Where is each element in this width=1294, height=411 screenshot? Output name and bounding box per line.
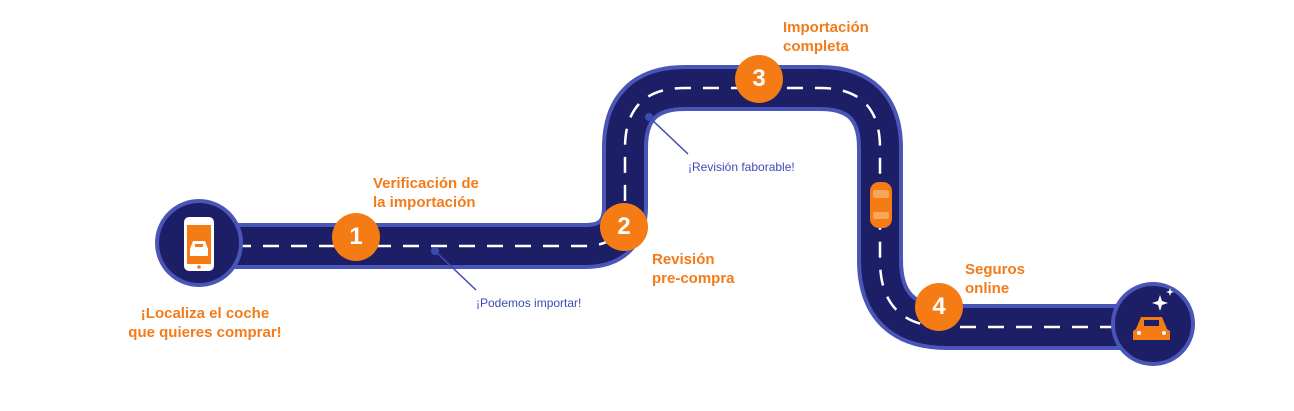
start-label-line1: ¡Localiza el coche	[140, 305, 270, 322]
step-2-marker: 2	[600, 203, 648, 251]
step-2-title-line1: Revisión	[652, 251, 715, 268]
note-pointer-1	[431, 247, 477, 291]
step-3-title: Importación completa	[783, 18, 869, 56]
step-3-title-line2: completa	[783, 38, 849, 55]
start-label-line2: que quieres comprar!	[128, 324, 282, 341]
step-4-title-line2: online	[965, 280, 1010, 297]
step-3-marker: 3	[735, 55, 783, 103]
step-1-marker: 1	[332, 213, 380, 261]
smartphone-car-icon	[184, 217, 214, 271]
step-2-title-line2: pre-compra	[652, 270, 735, 287]
note-revision-faborable: ¡Revisión faborable!	[688, 160, 795, 174]
note-podemos-importar: ¡Podemos importar!	[476, 296, 582, 310]
step-1-title-line2: la importación	[373, 194, 476, 211]
step-1-title: Verificación de la importación	[373, 174, 479, 212]
step-3-title-line1: Importación	[783, 19, 869, 36]
step-4-title: Seguros online	[965, 260, 1025, 298]
note-pointer-2	[645, 113, 689, 155]
step-2-title: Revisión pre-compra	[652, 250, 735, 288]
start-label: ¡Localiza el coche que quieres comprar!	[120, 304, 290, 342]
orange-car-icon	[870, 182, 892, 228]
step-4-marker: 4	[915, 283, 963, 331]
step-4-title-line1: Seguros	[965, 261, 1026, 278]
step-1-title-line1: Verificación de	[373, 175, 479, 192]
sparkling-car-icon	[1133, 288, 1174, 340]
